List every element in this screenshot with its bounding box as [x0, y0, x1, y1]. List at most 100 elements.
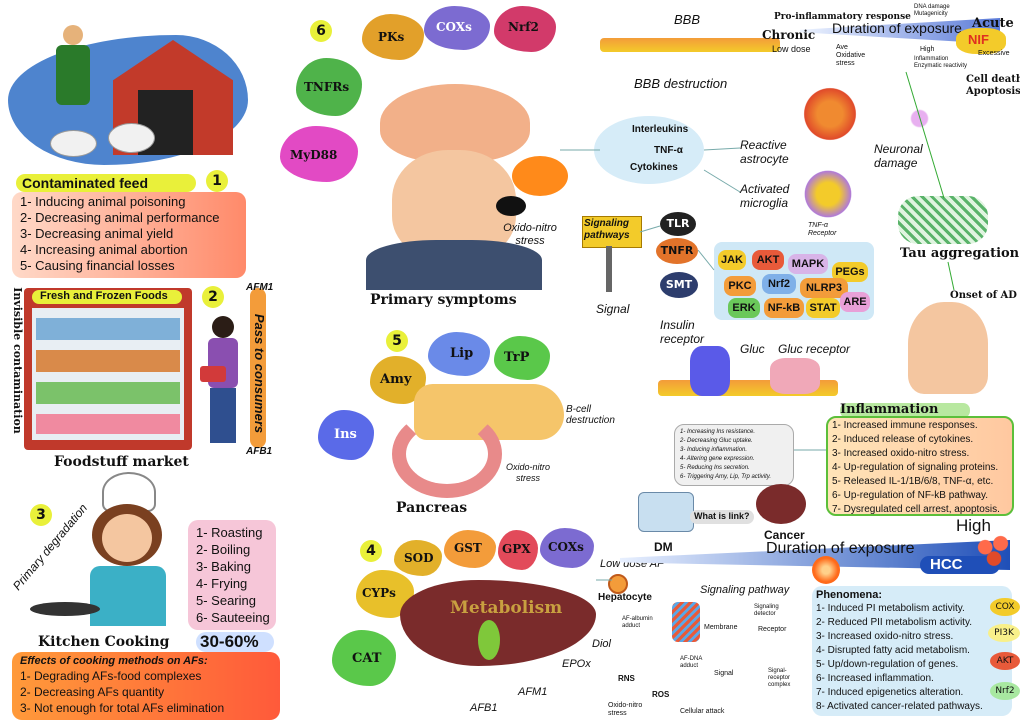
- kinase-node: MAPK: [788, 254, 828, 274]
- oxido-burst: [512, 156, 568, 196]
- gallbladder-illustration: [478, 620, 500, 660]
- s1-title-bar: [16, 174, 196, 192]
- inflammation-title-bar: [840, 403, 970, 418]
- cell-death: Cell death: [966, 74, 1020, 85]
- signal-detector-label: Signaling detector: [754, 604, 779, 617]
- enzyme-coxs: [540, 528, 594, 568]
- gluc-label: Gluc: [740, 342, 765, 356]
- list-item: 6- Up-regulation of NF-kB pathway.: [832, 490, 988, 501]
- enzyme-label: GST: [454, 541, 482, 555]
- s3-methods-box: 1- Roasting 2- Boiling 3- Baking 4- Fryi…: [188, 520, 276, 630]
- bbb-label: BBB: [674, 12, 701, 27]
- inflammation-enz: Inflammation Enzymatic reactivity: [914, 56, 968, 69]
- nif-burst: [956, 28, 1006, 54]
- kinase-node: Nrf2: [762, 274, 796, 294]
- list-item: 1- Increasing Ins resistance.: [680, 429, 756, 435]
- chef-illustration: [30, 472, 180, 632]
- dm-device: [638, 492, 694, 532]
- s4-hepatocyte: Hepatocyte: [598, 592, 652, 603]
- kinase-node: JAK: [718, 250, 746, 270]
- list-item: 2- Decreasing animal performance: [20, 210, 220, 225]
- list-item: 2- Decreasing AFs quantity: [20, 685, 165, 699]
- tau-illustration: [898, 196, 988, 244]
- s6-caption: Primary symptoms: [370, 292, 517, 308]
- s4-epox: EPOx: [562, 658, 591, 670]
- s2-number: 2: [202, 286, 224, 308]
- enzyme-label: TrP: [504, 350, 530, 365]
- what-link: What is link?: [694, 511, 750, 521]
- gluc-receptor-label: Gluc receptor: [778, 342, 851, 356]
- chronic-label: Chronic: [762, 28, 816, 42]
- dna-illustration: [672, 602, 700, 642]
- s3-caption: Kitchen Cooking: [38, 634, 170, 650]
- kinase-node: NLRP3: [800, 278, 848, 298]
- s6-oxido: Oxido-nitro stress: [503, 222, 557, 247]
- list-item: 5- Searing: [196, 593, 256, 608]
- receptor-label: COXs: [436, 20, 472, 34]
- receptor-nrf2: [494, 6, 556, 52]
- s6-interleukins: Interleukins: [632, 124, 689, 135]
- gluc-receptor-illustration: [770, 358, 820, 394]
- list-item: 1- Increased immune responses.: [832, 420, 978, 431]
- low-dose-label: Low dose: [772, 44, 811, 54]
- list-item: 2- Induced release of cytokines.: [832, 434, 974, 445]
- s6-reactive-astrocyte: Reactive astrocyte: [740, 138, 789, 166]
- receptor-label: MyD88: [290, 148, 338, 162]
- s2-caption: Foodstuff market: [54, 454, 189, 470]
- pro-inflammatory: Pro-inflammatory response: [774, 12, 911, 22]
- neuron-illustration: [870, 78, 980, 168]
- kinase-node: ERK: [728, 298, 760, 318]
- list-item: 3- Inducing inflammation.: [680, 447, 748, 453]
- enzyme-gst: [444, 530, 496, 568]
- receptor-label: Receptor: [758, 626, 787, 633]
- list-item: 1- Degrading AFs-food complexes: [20, 669, 202, 683]
- list-item: 1- Roasting: [196, 525, 263, 540]
- list-item: 4- Disrupted fatty acid metabolism.: [816, 645, 970, 656]
- kinase-node: PKC: [724, 276, 756, 296]
- s3-effects-box: Effects of cooking methods on AFs: 1- De…: [12, 652, 280, 720]
- enzyme-label: SOD: [404, 551, 434, 565]
- microglia-illustration: [800, 168, 856, 220]
- oxido-nitro-label: Oxido-nitro stress: [608, 702, 643, 717]
- insulin-receptor: Insulin receptor: [660, 318, 705, 346]
- s3-percent-bar: [196, 632, 274, 652]
- list-item: 7- Dysregulated cell arrest, apoptosis.: [832, 504, 1000, 515]
- enzyme-label: COXs: [548, 540, 584, 554]
- dna-damage: DNA damage Mutagenicity: [914, 4, 950, 17]
- list-item: 4- Altering gene expression.: [680, 456, 755, 462]
- rns-label: RNS: [618, 674, 635, 683]
- receptor-label: PKs: [378, 30, 405, 44]
- signal-label: Signal: [714, 670, 734, 677]
- brain-illustration: [380, 84, 530, 162]
- inflammation-title: Inflammation: [840, 402, 939, 417]
- list-item: 5- Released IL-1/1B/6/8, TNF-α, etc.: [832, 476, 994, 487]
- side-marker: COX: [990, 598, 1020, 616]
- list-item: 3- Not enough for total AFs elimination: [20, 701, 225, 715]
- cellular-attack-label: Cellular attack: [680, 708, 725, 715]
- s6-tnf: TNF-α: [654, 145, 683, 156]
- list-item: 4- Increasing animal abortion: [20, 242, 188, 257]
- signpost-pole: [606, 246, 612, 292]
- s6-tnf-receptor: TNF-α Receptor: [808, 222, 837, 237]
- ave-label: Ave Oxidative stress: [836, 44, 866, 67]
- list-item: 3- Increased oxido-nitro stress.: [832, 448, 970, 459]
- list-item: 5- Causing financial losses: [20, 258, 175, 273]
- s1-title: Contaminated feed: [22, 175, 149, 191]
- enzyme-label: CYPs: [362, 586, 396, 600]
- list-item: 7- Induced epigenetics alteration.: [816, 687, 964, 698]
- s4-afm1: AFM1: [518, 686, 548, 698]
- s2-banner-bar: [32, 290, 182, 304]
- enzyme-lip: [428, 332, 490, 376]
- list-item: 6- Triggering Amy, Lip, Trp activity.: [680, 474, 772, 480]
- s1-effects-box: 1- Inducing animal poisoning 2- Decreasi…: [12, 192, 246, 278]
- shopper-illustration: [200, 316, 248, 446]
- neuronal-damage: Neuronal damage: [874, 142, 923, 170]
- s4-signaling-pathway: Signaling pathway: [700, 584, 790, 596]
- farm-illustration: [8, 5, 248, 165]
- s3-percent: 30-60%: [200, 632, 259, 651]
- receptor-label: Nrf2: [508, 20, 539, 34]
- side-marker: AKT: [990, 652, 1020, 670]
- receptor-label: TNFRs: [304, 80, 350, 94]
- black-particle: [496, 196, 526, 216]
